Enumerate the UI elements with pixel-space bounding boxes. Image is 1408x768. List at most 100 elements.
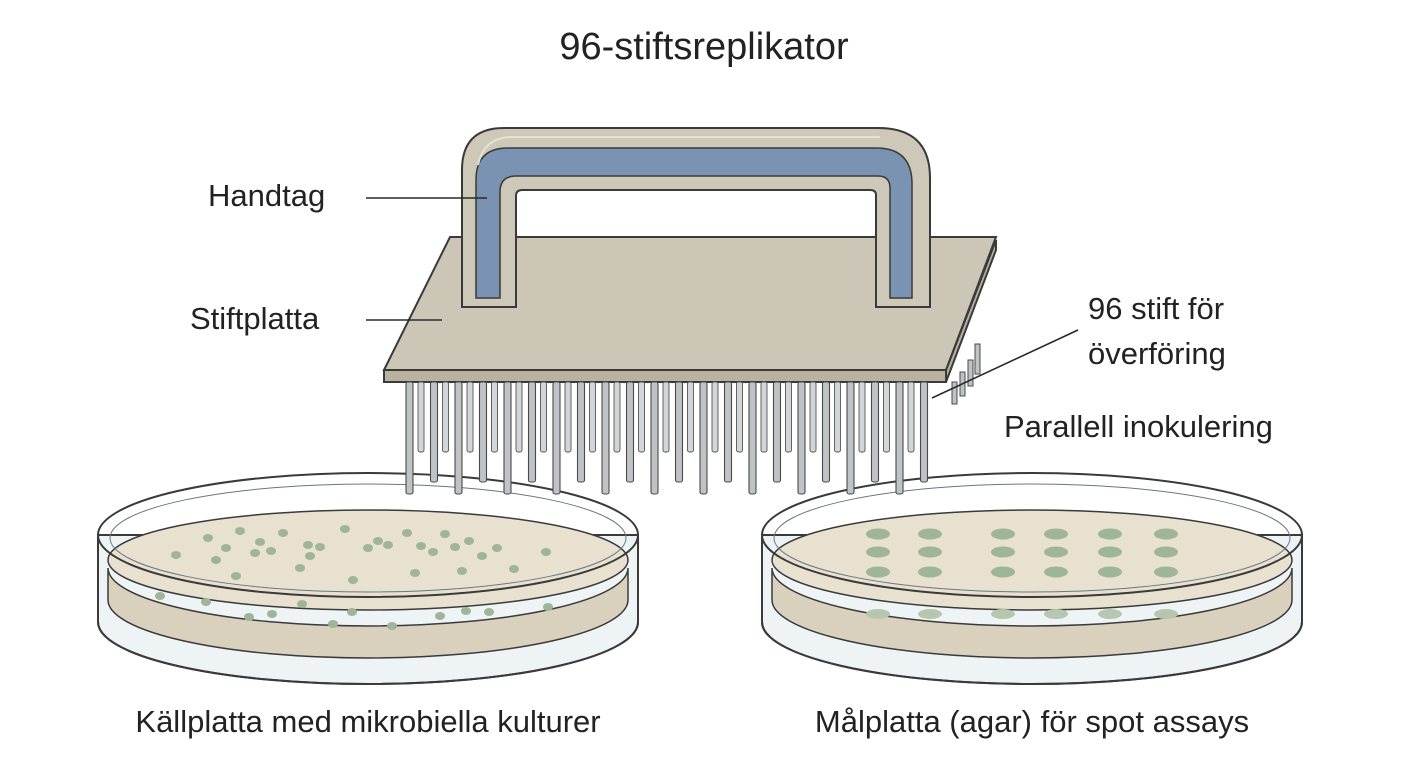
- colony: [492, 544, 502, 552]
- colony: [203, 534, 213, 542]
- spot: [1098, 566, 1122, 578]
- pin: [785, 381, 792, 453]
- colony: [235, 527, 245, 535]
- target-dish-rim: [761, 472, 1303, 598]
- pin: [515, 381, 523, 453]
- pin: [967, 359, 974, 387]
- pin: [527, 381, 537, 483]
- colony: [305, 552, 315, 560]
- pin: [699, 381, 708, 495]
- colony: [383, 541, 393, 549]
- spot: [918, 609, 942, 619]
- colony: [340, 525, 350, 533]
- spot: [1044, 609, 1068, 619]
- handle-label: Handtag: [208, 178, 326, 213]
- colony: [440, 530, 450, 538]
- target-spots: [866, 528, 1178, 619]
- colony: [267, 610, 277, 618]
- spot: [918, 528, 942, 540]
- pin: [821, 381, 831, 483]
- colony: [402, 529, 412, 537]
- pin: [809, 381, 817, 453]
- colony: [387, 622, 397, 630]
- colony: [231, 572, 241, 580]
- pin: [674, 381, 684, 483]
- colony: [255, 538, 265, 546]
- spot: [918, 566, 942, 578]
- colony: [211, 556, 221, 564]
- pins-label-line2: överföring: [1088, 336, 1226, 371]
- pin: [442, 381, 449, 453]
- pin: [466, 381, 474, 453]
- colony: [155, 592, 165, 600]
- pin: [478, 381, 488, 483]
- colony: [297, 600, 307, 608]
- spot: [866, 528, 890, 540]
- source-dish-rim-inner: [109, 483, 627, 593]
- pin: [748, 381, 757, 495]
- spot: [1154, 546, 1178, 558]
- pin: [625, 381, 635, 483]
- pin: [564, 381, 572, 453]
- pin-plate: [382, 236, 998, 383]
- colony: [428, 548, 438, 556]
- colony: [278, 529, 288, 537]
- source-plate-caption: Källplatta med mikrobiella kulturer: [135, 704, 601, 739]
- spot: [866, 609, 890, 619]
- spot: [991, 566, 1015, 578]
- spot: [1044, 566, 1068, 578]
- pin: [491, 381, 498, 453]
- source-dish-rim: [97, 472, 639, 598]
- pin: [417, 381, 425, 453]
- pin: [540, 381, 547, 453]
- colony: [328, 620, 338, 628]
- colony: [410, 569, 420, 577]
- pin: [883, 381, 890, 453]
- pin: [576, 381, 586, 483]
- pin: [723, 381, 733, 483]
- colony: [315, 543, 325, 551]
- spot: [1044, 546, 1068, 558]
- pin: [711, 381, 719, 453]
- pin: [870, 381, 880, 483]
- page-title: 96-stiftsreplikator: [559, 26, 849, 68]
- colony: [221, 544, 231, 552]
- source-agar-side: [107, 567, 629, 659]
- pin: [601, 381, 610, 495]
- pins-label-line1: 96 stift för: [1088, 291, 1225, 326]
- colony: [477, 552, 487, 560]
- colony: [295, 564, 305, 572]
- spot: [991, 609, 1015, 619]
- source-dish-bottom: [97, 621, 639, 685]
- colony: [348, 576, 358, 584]
- source-agar-surface: [107, 509, 629, 611]
- target-plate: [761, 472, 1303, 685]
- colony: [416, 542, 426, 550]
- spot: [1154, 566, 1178, 578]
- pin: [405, 381, 414, 495]
- pin: [907, 381, 915, 453]
- spot: [1098, 546, 1122, 558]
- pin: [858, 381, 866, 453]
- colony: [543, 603, 553, 611]
- pin: [895, 381, 904, 495]
- pin: [951, 381, 958, 405]
- spot: [866, 566, 890, 578]
- colony: [464, 537, 474, 545]
- handle-grip: [475, 147, 913, 299]
- spot: [991, 528, 1015, 540]
- pin: [429, 381, 439, 483]
- pin-plate-label: Stiftplatta: [190, 301, 320, 336]
- source-plate: [97, 472, 639, 685]
- colony: [373, 537, 383, 545]
- colony: [461, 607, 471, 615]
- colony: [509, 565, 519, 573]
- pin: [760, 381, 768, 453]
- target-agar-side: [771, 567, 1293, 659]
- target-agar-surface: [771, 509, 1293, 611]
- colony: [457, 567, 467, 575]
- spot: [1044, 528, 1068, 540]
- pin: [638, 381, 645, 453]
- spot: [1098, 609, 1122, 619]
